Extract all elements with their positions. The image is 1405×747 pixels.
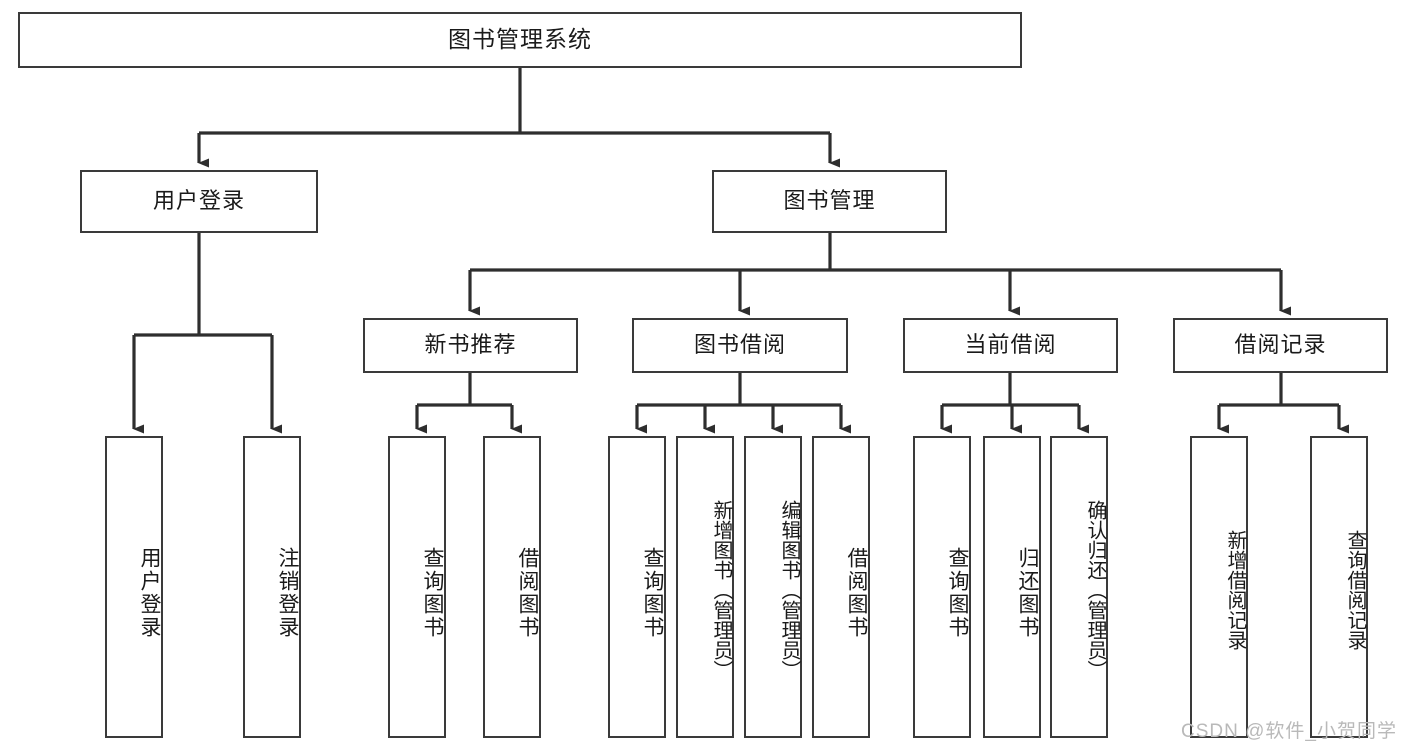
node-root-book-management-system[interactable]: 图书管理系统	[18, 12, 1022, 68]
node-label: 借阅记录	[1234, 332, 1327, 358]
node-label: 新增借阅记录	[1224, 530, 1246, 650]
node-label: 查询图书	[946, 547, 969, 639]
node-label: 借阅图书	[845, 547, 868, 639]
node-new-book-recommendation[interactable]: 新书推荐	[363, 318, 578, 373]
node-leaf-logout-login[interactable]: 注销登录	[243, 436, 301, 738]
node-label: 确认归还（管理员）	[1084, 500, 1106, 680]
node-leaf-borrow-books[interactable]: 借阅图书	[812, 436, 870, 738]
node-label: 用户登录	[152, 188, 245, 214]
node-leaf-edit-book-admin[interactable]: 编辑图书（管理员）	[744, 436, 802, 738]
node-book-borrowing[interactable]: 图书借阅	[632, 318, 848, 373]
node-leaf-query-books-new[interactable]: 查询图书	[388, 436, 446, 738]
node-leaf-borrow-books-new[interactable]: 借阅图书	[483, 436, 541, 738]
node-leaf-add-borrow-record[interactable]: 新增借阅记录	[1190, 436, 1248, 738]
node-label: 查询图书	[641, 547, 664, 639]
node-leaf-add-book-admin[interactable]: 新增图书（管理员）	[676, 436, 734, 738]
node-label: 查询借阅记录	[1344, 530, 1366, 650]
node-leaf-user-login[interactable]: 用户登录	[105, 436, 163, 738]
node-label: 图书借阅	[693, 332, 786, 358]
node-label: 用户登录	[138, 547, 161, 639]
node-leaf-query-books-current[interactable]: 查询图书	[913, 436, 971, 738]
node-label: 当前借阅	[964, 332, 1057, 358]
node-label: 编辑图书（管理员）	[778, 500, 800, 680]
node-label: 新书推荐	[424, 332, 517, 358]
node-leaf-query-books-borrow[interactable]: 查询图书	[608, 436, 666, 738]
node-label: 图书管理系统	[448, 26, 592, 53]
node-label: 查询图书	[421, 547, 444, 639]
node-book-management[interactable]: 图书管理	[712, 170, 947, 233]
node-leaf-return-books[interactable]: 归还图书	[983, 436, 1041, 738]
node-label: 归还图书	[1016, 547, 1039, 639]
node-user-login[interactable]: 用户登录	[80, 170, 318, 233]
node-label: 借阅图书	[516, 547, 539, 639]
node-current-borrowing[interactable]: 当前借阅	[903, 318, 1118, 373]
node-borrowing-record[interactable]: 借阅记录	[1173, 318, 1388, 373]
node-label: 图书管理	[783, 188, 876, 214]
node-label: 新增图书（管理员）	[710, 500, 732, 680]
node-leaf-confirm-return-admin[interactable]: 确认归还（管理员）	[1050, 436, 1108, 738]
node-leaf-query-borrow-record[interactable]: 查询借阅记录	[1310, 436, 1368, 738]
node-label: 注销登录	[276, 547, 299, 639]
